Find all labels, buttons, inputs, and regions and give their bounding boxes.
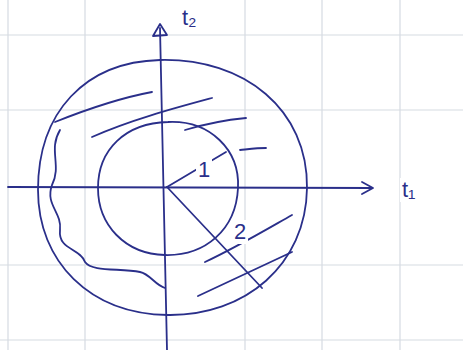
t1-axis <box>8 187 372 188</box>
axis-arrowhead <box>153 24 167 36</box>
radius-number: 1 <box>196 158 212 182</box>
hatch-stroke <box>198 252 292 296</box>
radius-number: 2 <box>232 220 248 244</box>
radius-line <box>167 152 226 187</box>
outer-circle <box>38 60 307 315</box>
t2-axis <box>160 28 167 350</box>
axis-arrowhead <box>362 182 373 194</box>
hatch-stroke <box>205 215 292 262</box>
hatch-stroke <box>92 98 212 137</box>
hatch-stroke <box>50 130 165 288</box>
axis-label: t₂ <box>180 6 199 30</box>
hatch-stroke <box>240 148 266 150</box>
axis-label: t₁ <box>400 178 418 202</box>
hatch-stroke <box>185 118 246 130</box>
hatch-stroke <box>55 92 152 122</box>
ink-drawing <box>8 24 373 350</box>
